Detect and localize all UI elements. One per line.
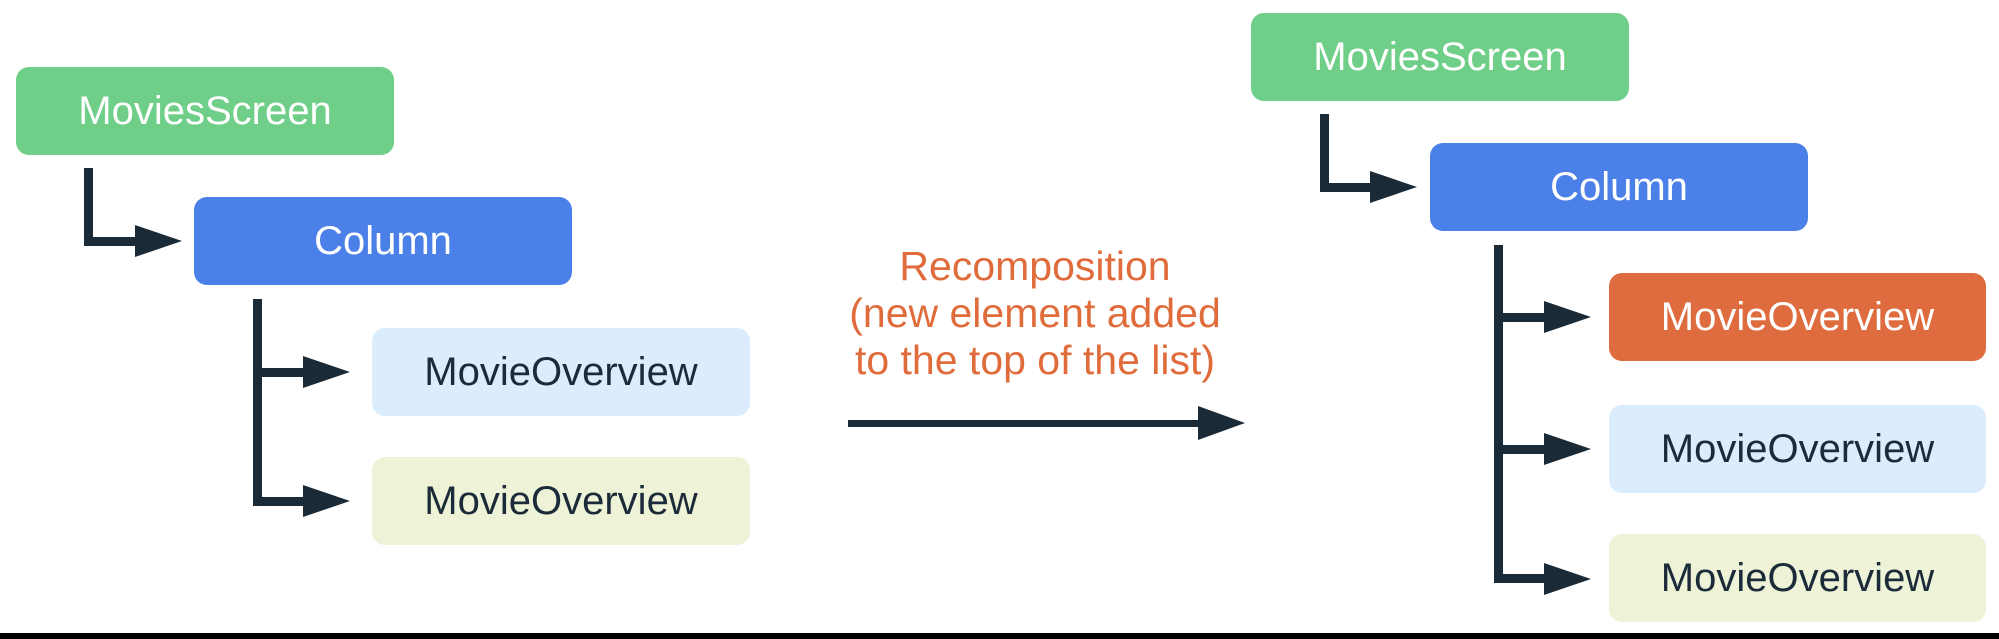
edge-moviesscreen-column-vline-before	[83, 168, 93, 246]
branch-line-after-1	[1493, 312, 1546, 322]
recomposition-arrowhead-icon	[1198, 406, 1245, 440]
edge-moviesscreen-column-hline-before	[83, 236, 138, 246]
branch-line-before-2	[252, 496, 305, 506]
edge-arrowhead-icon	[1370, 171, 1417, 203]
recomposition-label: Recomposition (new element added to the …	[785, 243, 1285, 384]
bottom-border-bar	[0, 633, 1999, 639]
annotation-line-3: to the top of the list)	[854, 337, 1216, 383]
recomposition-arrow-line	[848, 419, 1198, 427]
annotation-line-2: (new element added	[849, 290, 1221, 336]
node-movieoverview-after-new: MovieOverview	[1609, 273, 1986, 361]
edge-arrowhead-icon	[303, 485, 350, 517]
column-trunk-line-after	[1493, 245, 1503, 583]
edge-arrowhead-icon	[135, 225, 182, 257]
edge-arrowhead-icon	[1544, 562, 1591, 595]
node-moviesscreen-after: MoviesScreen	[1251, 13, 1629, 101]
annotation-line-1: Recomposition	[899, 243, 1171, 289]
branch-line-after-3	[1493, 574, 1546, 583]
node-column-after: Column	[1430, 143, 1808, 231]
edge-arrowhead-icon	[1544, 301, 1591, 333]
edge-arrowhead-icon	[303, 356, 350, 388]
node-moviesscreen-before: MoviesScreen	[16, 67, 394, 155]
edge-arrowhead-icon	[1544, 433, 1591, 465]
edge-moviesscreen-column-hline-after	[1319, 182, 1372, 192]
node-movieoverview-before-2: MovieOverview	[372, 457, 750, 545]
branch-line-before-1	[252, 367, 305, 377]
node-movieoverview-before-1: MovieOverview	[372, 328, 750, 416]
edge-moviesscreen-column-vline-after	[1319, 114, 1329, 191]
node-movieoverview-after-3: MovieOverview	[1609, 534, 1986, 622]
node-column-before: Column	[194, 197, 572, 285]
branch-line-after-2	[1493, 444, 1546, 454]
node-movieoverview-after-2: MovieOverview	[1609, 405, 1986, 493]
column-trunk-line-before	[252, 299, 262, 506]
